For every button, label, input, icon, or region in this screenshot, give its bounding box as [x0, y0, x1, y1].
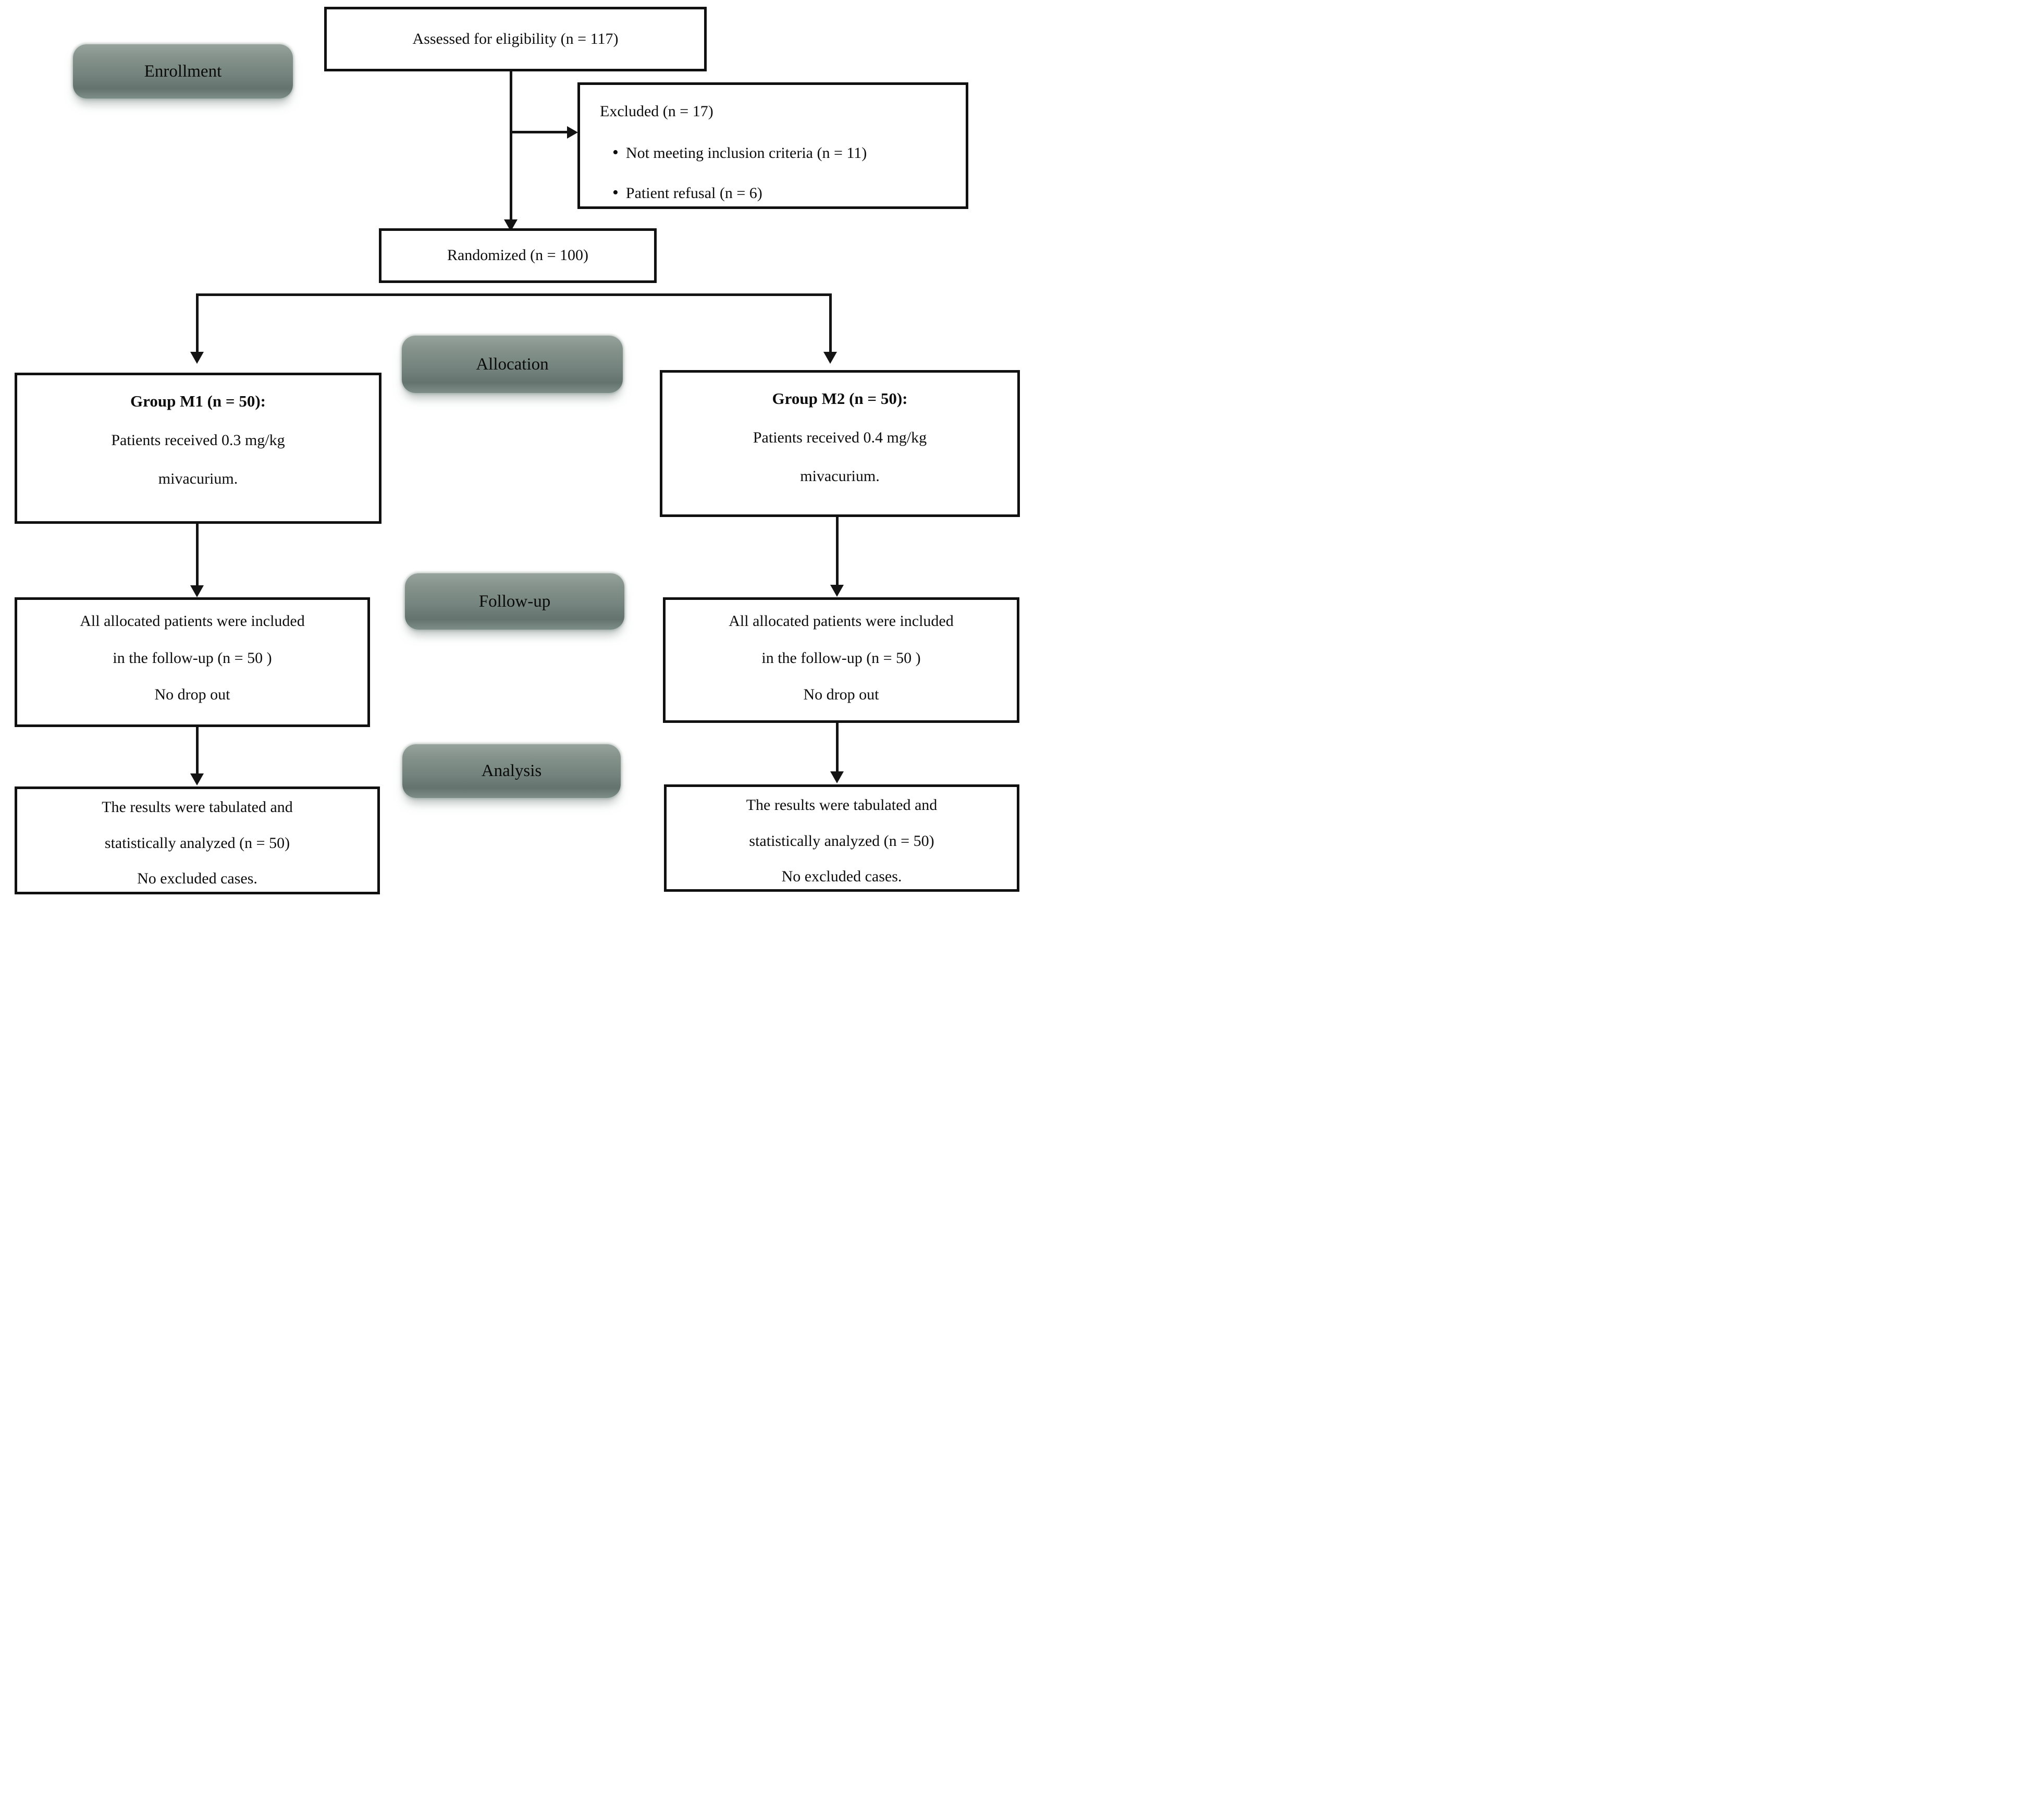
connector-m2-to-analysis — [836, 723, 839, 772]
stage-pill-followup: Follow-up — [405, 573, 624, 630]
connector-split-to-group-m2 — [829, 293, 832, 353]
connector-m1-to-analysis — [196, 727, 199, 774]
arrowhead-to-excluded — [567, 126, 578, 139]
consort-flow-diagram: Enrollment Allocation Follow-up Analysis… — [0, 0, 1022, 898]
excluded-bullet-2: • Patient refusal (n = 6) — [600, 184, 961, 203]
group-m2-line-1: Patients received 0.4 mg/kg — [753, 428, 927, 446]
group-m1-line-2: mivacurium. — [158, 470, 238, 488]
bullet-dot-icon: • — [612, 183, 619, 202]
group-m1-title: Group M1 (n = 50): — [130, 392, 266, 410]
excluded-bullet-1: • Not meeting inclusion criteria (n = 11… — [600, 142, 961, 163]
excluded-content: Excluded (n = 17) • Not meeting inclusio… — [580, 85, 966, 225]
box-excluded: Excluded (n = 17) • Not meeting inclusio… — [577, 82, 968, 209]
connector-split-line — [197, 293, 832, 296]
box-group-m1: Group M1 (n = 50): Patients received 0.3… — [15, 373, 381, 524]
arrowhead-m1-followup — [190, 585, 204, 597]
analysis-m1-line-2: statistically analyzed (n = 50) — [104, 834, 290, 852]
stage-pill-analysis: Analysis — [402, 744, 621, 798]
followup-m2-line-2: in the follow-up (n = 50 ) — [761, 649, 921, 667]
arrowhead-m2-analysis — [830, 771, 844, 783]
connector-assessed-to-randomized — [510, 71, 512, 220]
connector-m1-to-followup — [196, 524, 199, 586]
connector-m2-to-followup — [836, 517, 839, 586]
stage-label-analysis: Analysis — [481, 761, 542, 780]
arrowhead-m2-followup — [830, 585, 844, 597]
connector-branch-to-excluded — [511, 131, 568, 133]
group-m1-line-1: Patients received 0.3 mg/kg — [111, 431, 285, 449]
analysis-m1-line-1: The results were tabulated and — [102, 798, 293, 816]
connector-split-to-group-m1 — [196, 293, 199, 353]
followup-m2-line-1: All allocated patients were included — [729, 612, 954, 630]
excluded-bullet-1-text: Not meeting inclusion criteria (n = 11) — [625, 144, 867, 162]
stage-label-followup: Follow-up — [478, 592, 551, 611]
analysis-m1-line-3: No excluded cases. — [137, 870, 257, 887]
randomized-text: Randomized (n = 100) — [447, 247, 589, 264]
assessed-text: Assessed for eligibility (n = 117) — [412, 30, 619, 47]
followup-m1-line-2: in the follow-up (n = 50 ) — [113, 649, 272, 667]
box-followup-m1: All allocated patients were included in … — [15, 597, 370, 727]
analysis-m2-line-2: statistically analyzed (n = 50) — [749, 832, 934, 850]
analysis-m2-line-3: No excluded cases. — [781, 868, 902, 885]
stage-label-allocation: Allocation — [476, 354, 549, 374]
box-analysis-m2: The results were tabulated and statistic… — [664, 784, 1019, 892]
excluded-bullet-2-text: Patient refusal (n = 6) — [625, 185, 762, 202]
followup-m1-line-1: All allocated patients were included — [80, 612, 305, 630]
followup-m2-line-3: No drop out — [803, 686, 879, 703]
box-group-m2: Group M2 (n = 50): Patients received 0.4… — [660, 370, 1020, 517]
arrowhead-to-group-m2 — [823, 352, 837, 364]
stage-label-enrollment: Enrollment — [144, 62, 222, 81]
stage-pill-allocation: Allocation — [402, 336, 623, 393]
group-m2-line-2: mivacurium. — [800, 468, 880, 485]
box-randomized: Randomized (n = 100) — [379, 228, 657, 283]
excluded-title: Excluded (n = 17) — [600, 103, 713, 120]
followup-m1-line-3: No drop out — [154, 686, 230, 703]
box-assessed-eligibility: Assessed for eligibility (n = 117) — [324, 7, 707, 71]
group-m2-title: Group M2 (n = 50): — [772, 389, 908, 408]
arrowhead-to-group-m1 — [190, 352, 204, 364]
arrowhead-m1-analysis — [190, 773, 204, 785]
stage-pill-enrollment: Enrollment — [73, 44, 293, 99]
box-followup-m2: All allocated patients were included in … — [663, 597, 1019, 723]
bullet-dot-icon: • — [612, 142, 619, 162]
analysis-m2-line-1: The results were tabulated and — [746, 796, 938, 814]
box-analysis-m1: The results were tabulated and statistic… — [15, 786, 380, 894]
